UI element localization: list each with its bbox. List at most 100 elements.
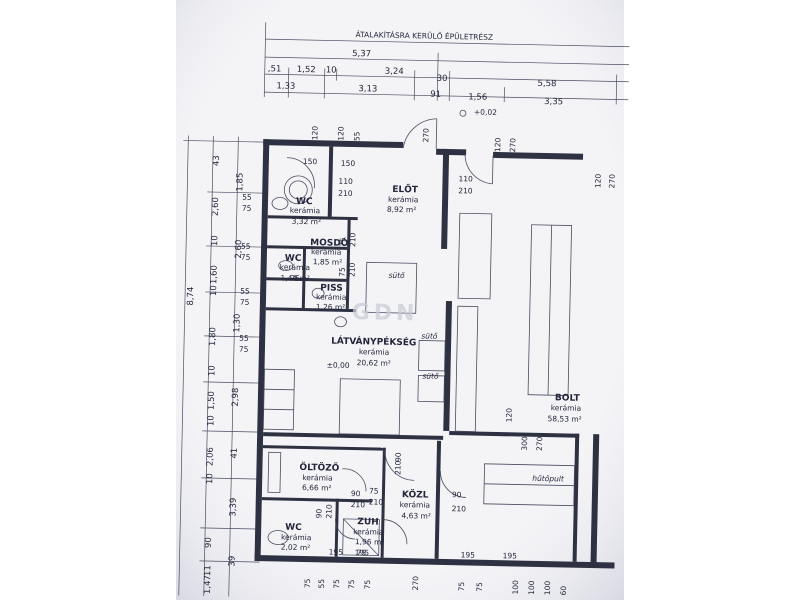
dimension-label: kerámia	[281, 533, 312, 543]
dimension-label: ÖLTÖZŐ	[299, 462, 339, 474]
dim-top-row3-0: 1,33	[276, 81, 295, 91]
dimension-label: WC	[285, 523, 302, 533]
dimension-label: 55	[352, 131, 361, 141]
dimension-label: 60	[559, 586, 568, 596]
dimension-label: 210	[452, 504, 467, 513]
dimension-label: 39	[227, 556, 237, 567]
dimension-label: 1,47	[203, 575, 213, 594]
oven-label-3: sütő	[388, 271, 405, 280]
dimension-label: 75	[369, 486, 379, 495]
dimension-label: 2,60	[211, 197, 221, 216]
dimension-label: 55	[317, 579, 326, 589]
dimension-label: 270	[411, 576, 420, 591]
dim-top-row2-2: 10	[326, 65, 337, 75]
dim-top-row1-0: 5,37	[352, 49, 371, 59]
dimension-label: 4,63 m²	[401, 511, 431, 521]
dimension-label: 120	[336, 126, 345, 141]
dimension-label: 195	[503, 551, 518, 560]
dimension-label: 43	[212, 155, 222, 166]
dimension-label: 270	[421, 128, 430, 143]
dimension-label: 10	[207, 365, 217, 376]
dimension-label: 1,44 m²	[280, 273, 310, 283]
oven-label-2: sütő	[422, 371, 439, 380]
dimension-label: kerámia	[316, 292, 347, 302]
dimension-label: 1,80	[208, 327, 218, 346]
dimension-label: 150	[303, 157, 318, 166]
dim-top-row2-0: ,51	[268, 64, 282, 74]
dimension-label: 75	[241, 253, 251, 262]
dimension-label: 10	[205, 473, 215, 484]
dimension-label: 55	[239, 334, 249, 343]
dimension-label: 1,85 m²	[313, 257, 343, 267]
dimension-label: 90	[314, 508, 323, 518]
watermark: GDN	[351, 300, 418, 326]
hutopult-label: hűtőpult	[532, 474, 565, 484]
dimension-label: 10	[209, 285, 219, 296]
dimension-label: 55	[241, 242, 251, 251]
dimension-label: BOLT	[555, 393, 581, 404]
dimension-label: 210	[458, 186, 473, 195]
dimension-label: 20,62 m²	[357, 358, 391, 368]
dimension-label: 41	[230, 448, 240, 459]
dimension-label: 90	[394, 452, 403, 462]
dimension-label: 1,60	[209, 265, 219, 284]
dimension-label: 75	[332, 579, 341, 589]
dimension-label: 210	[348, 232, 357, 247]
dimension-label: 2,02 m²	[281, 543, 311, 553]
dimension-label: 90	[351, 489, 361, 498]
room-kozl: KÖZL kerámia 4,63 m²	[399, 489, 431, 521]
dimension-label: 55	[240, 287, 250, 296]
dimension-label: 120	[593, 173, 602, 188]
dimension-label: 210	[393, 460, 402, 475]
dimension-label: 270	[535, 436, 544, 451]
dimension-label: 1,96 m²	[355, 537, 385, 547]
dimension-label: 58,53 m²	[547, 414, 581, 424]
dimension-label: 1,85	[235, 173, 245, 192]
dimension-label: 1,30	[232, 314, 242, 333]
dimension-label: 120	[310, 126, 319, 141]
dimension-label: 100	[527, 580, 536, 595]
dimension-label: 11	[203, 565, 213, 576]
dimension-label: 10	[206, 415, 216, 426]
dimension-label: 55	[242, 193, 252, 202]
dimension-label: 6,66 m²	[302, 483, 332, 493]
dimension-label: 110	[338, 177, 353, 186]
dim-left-outer-0: 8,74	[186, 287, 196, 306]
dimension-label: 270	[508, 138, 517, 153]
dim-top-row3-2: 91	[430, 90, 441, 100]
dimension-label: 75	[475, 582, 484, 592]
dimension-label: 210	[351, 500, 366, 509]
dimension-label: 195	[355, 548, 370, 557]
dim-top-row2-5: 5,58	[537, 79, 556, 89]
dimension-label: 2,06	[205, 447, 215, 466]
dimension-label: 300	[520, 436, 529, 451]
dim-top-row3-1: 3,13	[358, 84, 377, 94]
room-piss: PISS kerámia 1,26 m²	[316, 283, 347, 312]
dimension-label: 120	[504, 408, 513, 423]
dimension-label: kerámia	[388, 195, 419, 205]
dimension-label: kerámia	[551, 403, 582, 413]
dimension-label: 75	[363, 580, 372, 590]
dimension-label: ELŐT	[392, 184, 419, 196]
dimension-label: 120	[493, 137, 502, 152]
dimension-label: 1,26 m²	[316, 302, 346, 312]
dimension-label: 1,50	[207, 391, 217, 410]
dimension-label: 75	[240, 298, 250, 307]
dimension-label: 150	[341, 159, 356, 168]
dimension-label: 210	[324, 504, 333, 519]
dimension-label: 75	[457, 581, 466, 591]
dim-top-row3-4: 3,35	[544, 97, 563, 107]
dim-top-row3-3: 1,56	[468, 92, 487, 102]
dimension-label: 195	[461, 550, 476, 559]
dimension-label: 8,92 m²	[387, 205, 417, 215]
dimension-label: 100	[543, 581, 552, 596]
dimension-label: 210	[347, 262, 356, 277]
dimension-label: 75	[347, 579, 356, 589]
oven-label-1: sütő	[421, 331, 438, 340]
dimension-label: kerámia	[311, 247, 342, 257]
dim-top-row2-3: 3,24	[385, 67, 404, 77]
dimension-label: 75	[242, 204, 252, 213]
dimension-label: 90	[452, 490, 462, 499]
dimension-label: 3,32 m²	[292, 217, 322, 227]
